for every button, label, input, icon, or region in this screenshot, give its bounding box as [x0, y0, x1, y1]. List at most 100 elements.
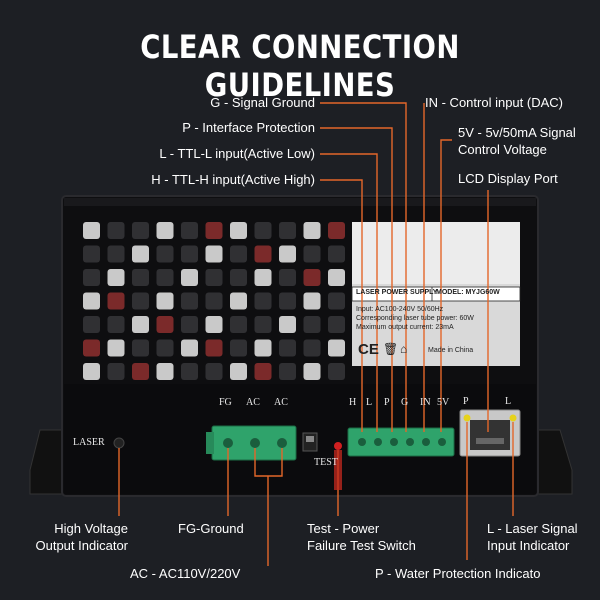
vent-hole [230, 339, 247, 357]
vent-hole [83, 269, 100, 286]
vent-hole [279, 269, 296, 286]
vent-hole [132, 222, 149, 239]
vent-hole [132, 292, 149, 310]
label-h-ttl-high: H - TTL-H input(Active High) [151, 172, 315, 187]
vent-hole [205, 269, 223, 286]
vent-hole [107, 339, 125, 357]
vent-hole [156, 339, 174, 357]
vent-hole [303, 316, 321, 333]
sticker-header-right: MODEL: MYJG60W [436, 289, 500, 296]
vent-hole [181, 316, 198, 333]
vent-hole [230, 363, 247, 380]
pin-g-label: G [401, 397, 409, 408]
label-5v-line1: 5V - 5v/50mA Signal [458, 125, 576, 140]
vent-hole [303, 363, 321, 380]
vent-hole [303, 292, 321, 310]
label-lcd-port: LCD Display Port [458, 171, 558, 186]
vent-hole [279, 363, 296, 380]
vent-hole [181, 363, 198, 380]
vent-hole [205, 245, 223, 263]
vent-hole [328, 292, 345, 310]
vent-hole [328, 339, 345, 357]
label-g-signal-ground: G - Signal Ground [210, 95, 315, 110]
vent-hole [83, 363, 100, 380]
vent-hole [132, 316, 149, 333]
vent-hole [303, 222, 321, 239]
vent-hole [279, 222, 296, 239]
vent-hole [279, 245, 296, 263]
pin-h-label: H [349, 397, 357, 408]
vent-hole [205, 363, 223, 380]
label-hv-line2: Output Indicator [35, 538, 129, 553]
vent-hole [83, 339, 100, 357]
home-icon: ⌂ [400, 342, 408, 356]
vent-hole [132, 339, 149, 357]
vent-hole [230, 222, 247, 239]
vent-hole [156, 363, 174, 380]
vent-hole [107, 292, 125, 310]
signal-terminal-block [347, 427, 455, 457]
label-ac-input: AC - AC110V/220V [130, 566, 241, 581]
ce-mark: CE [358, 341, 379, 358]
vent-hole [132, 269, 149, 286]
label-5v-line2: Control Voltage [458, 142, 547, 157]
left-mounting-foot [29, 429, 65, 495]
vent-hole [156, 269, 174, 286]
sticker-header-left: LASER POWER SUPPLY [356, 289, 438, 296]
laser-label: LASER [73, 437, 105, 448]
label-hv-line1: High Voltage [54, 521, 128, 536]
p-indicator-led [463, 414, 471, 422]
vent-hole [254, 292, 272, 310]
device-top-edge [64, 198, 536, 206]
vent-hole [303, 245, 321, 263]
vent-hole [205, 222, 223, 239]
vent-hole [254, 222, 272, 239]
label-lsignal-line2: Input Indicator [487, 538, 570, 553]
vent-hole [254, 269, 272, 286]
label-p-interface-protection: P - Interface Protection [182, 120, 315, 135]
vent-hole [230, 316, 247, 333]
vent-hole [328, 245, 345, 263]
vent-hole [156, 316, 174, 333]
vent-hole [83, 245, 100, 263]
vent-hole [181, 269, 198, 286]
vent-hole [132, 245, 149, 263]
label-l-ttl-low: L - TTL-L input(Active Low) [159, 146, 315, 161]
vent-hole [205, 316, 223, 333]
vent-hole [181, 292, 198, 310]
fg-terminal-label: FG [219, 397, 232, 408]
label-test-line2: Failure Test Switch [307, 538, 416, 553]
pin-p-label: P [384, 397, 390, 408]
vent-hole [205, 339, 223, 357]
vent-hole [328, 222, 345, 239]
sticker-line2: Corresponding laser tube power: 60W [356, 315, 474, 322]
made-in-china: Made in China [428, 347, 474, 354]
pin-l-label: L [366, 397, 373, 408]
vent-hole [107, 245, 125, 263]
vent-hole [303, 339, 321, 357]
page-title: CLEAR CONNECTION GUIDELINES [140, 28, 460, 104]
laser-indicator-led [113, 437, 125, 449]
label-lsignal-line1: L - Laser Signal [487, 521, 578, 536]
vent-hole [230, 292, 247, 310]
vent-hole [181, 339, 198, 357]
label-water-protection: P - Water Protection Indicato [375, 566, 541, 581]
test-label: TEST [314, 457, 338, 468]
vent-hole [230, 269, 247, 286]
test-button-red [334, 442, 342, 450]
ac2-terminal-label: AC [274, 397, 288, 408]
leader-lines [118, 102, 514, 566]
pin-5v-label: 5V [437, 397, 450, 408]
vent-hole [181, 245, 198, 263]
label-fg-ground: FG-Ground [178, 521, 244, 536]
vent-hole [328, 363, 345, 380]
ac1-terminal-label: AC [246, 397, 260, 408]
vent-hole [303, 269, 321, 286]
sticker-line1: Input: AC100-240V 50/60Hz [356, 306, 444, 313]
vent-hole [156, 222, 174, 239]
port-l-label: L [505, 396, 512, 407]
vent-hole [107, 316, 125, 333]
vent-hole [279, 339, 296, 357]
vent-hole [328, 269, 345, 286]
vent-hole [279, 316, 296, 333]
